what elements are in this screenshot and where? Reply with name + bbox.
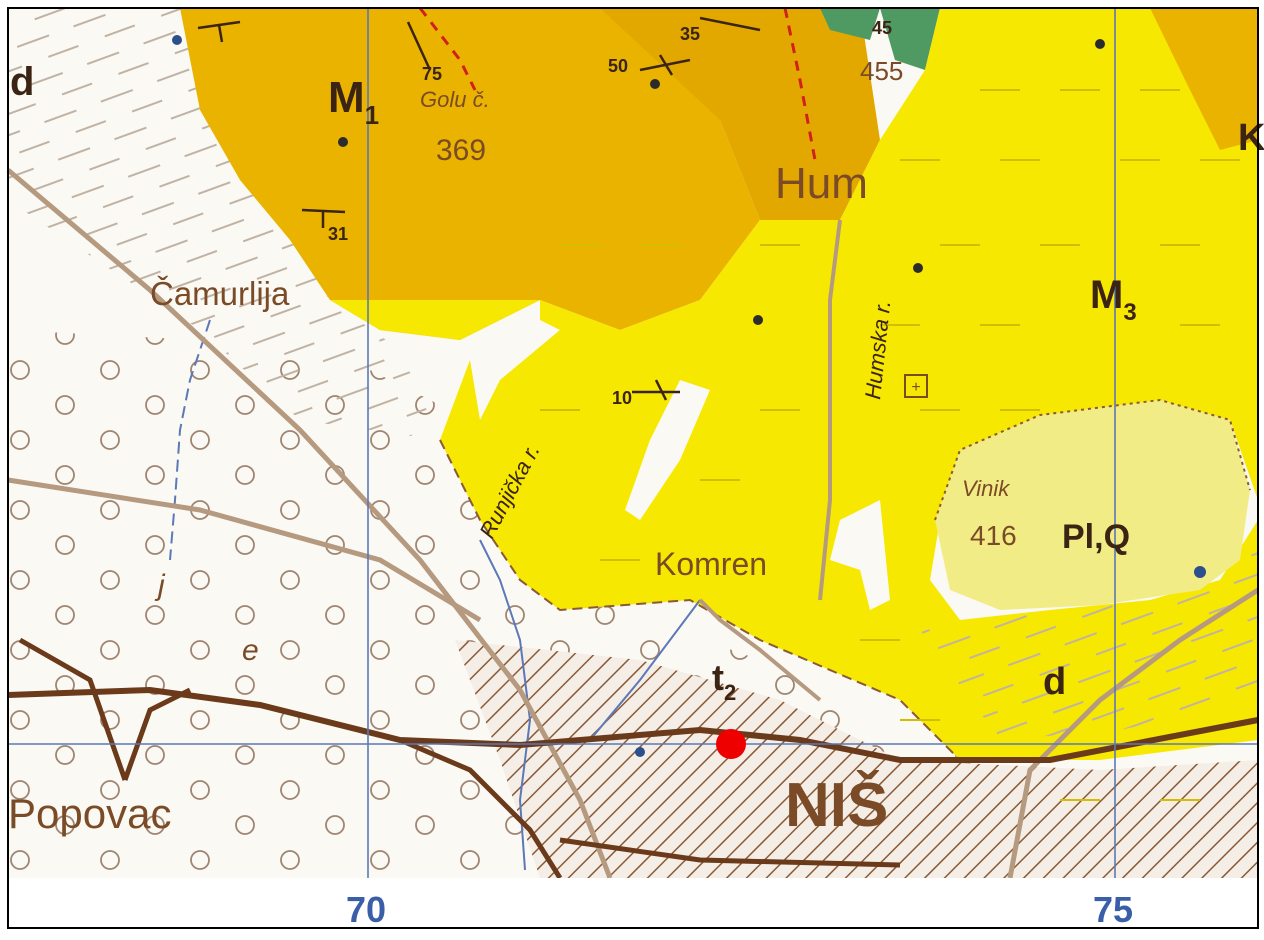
dip-symbols: [197, 16, 761, 401]
dip-value-45: 45: [872, 18, 892, 38]
road-east: [1007, 587, 1260, 879]
place-golu: Golu č.: [420, 87, 490, 112]
railway-south: [399, 737, 563, 880]
railway-south-east: [559, 837, 901, 868]
road-north: [818, 219, 842, 601]
orange-patch-ne: [1150, 8, 1258, 150]
unit-d-right-label: d: [1043, 661, 1066, 703]
fault-line-west: [418, 7, 477, 91]
unit-d-left-label: d: [10, 60, 34, 104]
m3-dash-symbols: [540, 89, 1240, 801]
deluvium-fan: [920, 540, 1258, 740]
locality-dots: [338, 39, 1105, 325]
map-border: [7, 7, 1259, 929]
white-inlier-west: [470, 320, 560, 420]
building-cross-icon: +: [911, 379, 920, 396]
contact-line-south: [439, 439, 961, 761]
elevation-369: 369: [436, 134, 486, 167]
place-nis: NIŠ: [785, 771, 888, 840]
unit-m3-label: M3: [1090, 273, 1137, 326]
unit-k-label: K: [1238, 117, 1264, 159]
green-unit-left: [820, 8, 880, 40]
urban-area-nis: [455, 640, 1258, 878]
place-camurlija: Čamurlija: [150, 275, 290, 312]
unit-m1-label: M1: [328, 73, 379, 130]
unit-e-label: e: [242, 634, 259, 667]
elevation-416: 416: [970, 520, 1017, 551]
alluvium-area: [8, 330, 1258, 878]
place-vinik: Vinik: [962, 476, 1010, 501]
white-inlier-komren: [830, 500, 890, 610]
stream-west: [169, 319, 211, 561]
grid-label-75: 75: [1093, 889, 1133, 930]
white-inlier-central: [625, 380, 710, 520]
place-hum: Hum: [775, 159, 868, 208]
grid-label-70: 70: [346, 889, 386, 930]
dip-value-75: 75: [422, 64, 442, 84]
river-runjicka: [479, 539, 532, 871]
dip-value-35: 35: [680, 24, 700, 44]
unit-t2-label: t2: [712, 657, 736, 705]
railway-curve: [122, 687, 192, 781]
river-humska-lower: [589, 599, 701, 741]
dip-value-10: 10: [612, 388, 632, 408]
road-diagonal: [6, 168, 613, 879]
unit-plq-area: [935, 400, 1250, 610]
unit-plq-label: Pl,Q: [1062, 518, 1130, 556]
railway-main: [7, 686, 1259, 763]
road-west: [7, 477, 482, 623]
place-komren: Komren: [655, 546, 767, 582]
deluvium-area: [8, 8, 440, 440]
building-symbol: [904, 374, 928, 398]
place-popovac: Popovac: [8, 790, 171, 837]
dip-value-50: 50: [608, 56, 628, 76]
coordinate-strip: [8, 878, 1258, 928]
dip-value-31: 31: [328, 224, 348, 244]
orange-band: [600, 8, 880, 220]
unit-m3-area: [330, 8, 1258, 760]
green-unit-right: [880, 8, 940, 70]
unit-m1-area: [180, 8, 760, 340]
spring-symbols: [172, 35, 1206, 757]
road-komren: [698, 598, 822, 702]
railway-branch-west: [18, 637, 128, 781]
red-dot-marker: [716, 729, 746, 759]
fault-line-east: [783, 7, 817, 161]
elevation-455: 455: [860, 56, 903, 86]
